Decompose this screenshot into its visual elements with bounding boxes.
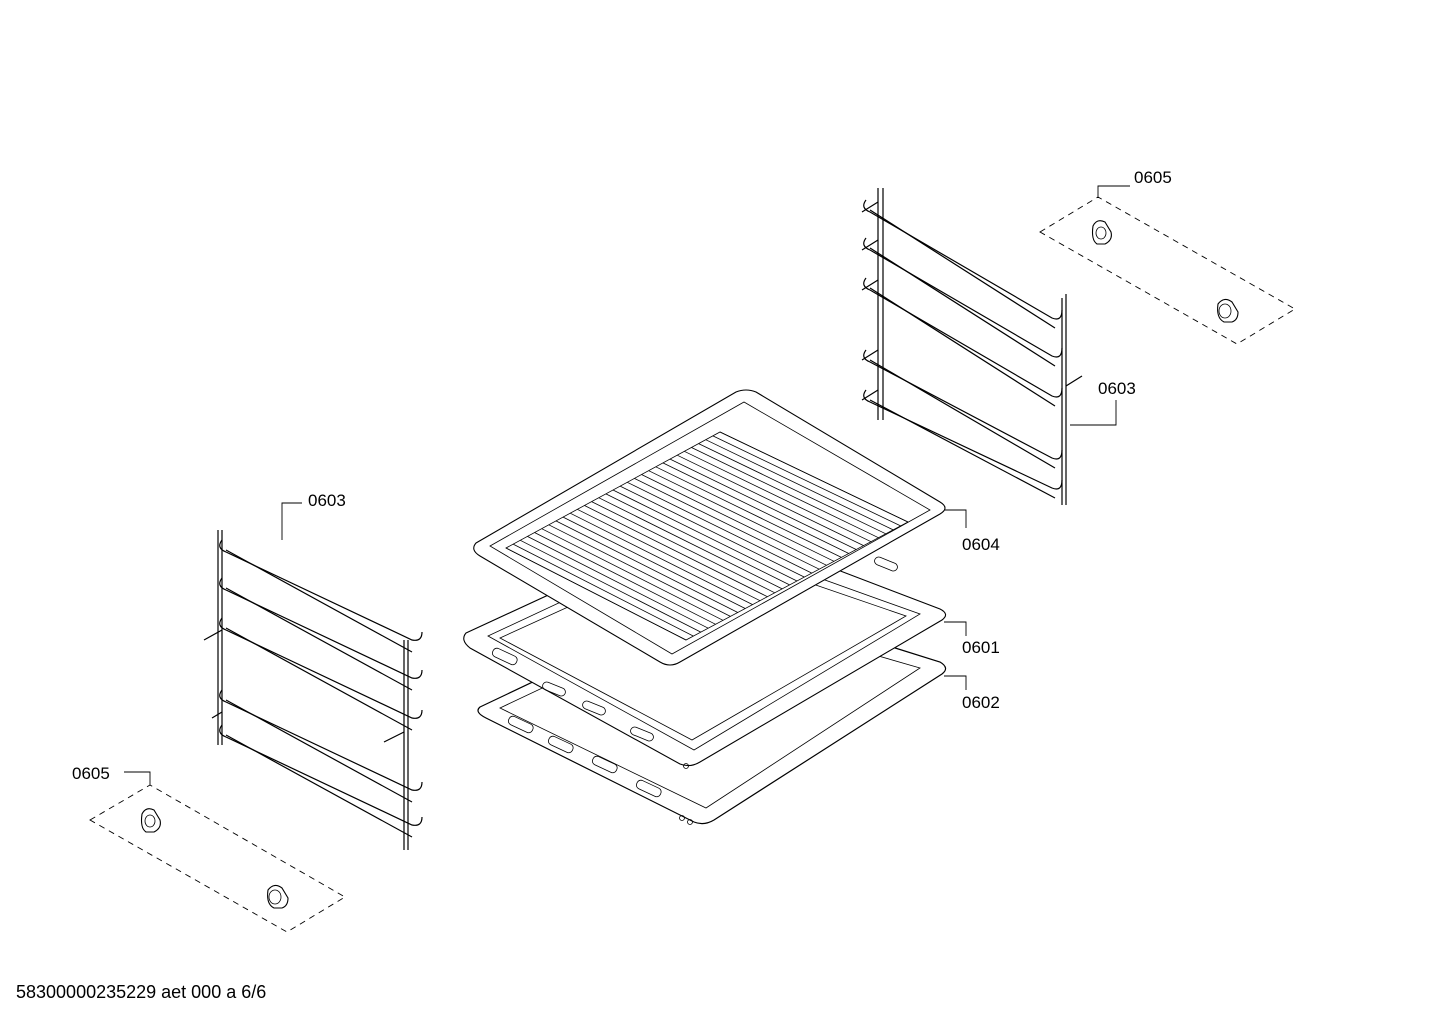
drawing-reference: 58300000235229 aet 000 a 6/6 [16, 982, 266, 1002]
left-shelf-rail[interactable]: 0603 [203, 491, 423, 850]
right-rail-leader [1070, 400, 1117, 426]
rack-wire [705, 439, 894, 531]
rack-wire [605, 493, 790, 586]
rack-wire [619, 485, 805, 578]
wire-rack-leader [944, 509, 967, 528]
left-clip-set[interactable]: 0605 [72, 764, 346, 933]
left-clip-upper[interactable] [140, 808, 161, 833]
right-clip-leader [1097, 185, 1130, 197]
right-clip-outline [1039, 196, 1296, 345]
left-clip-label: 0605 [72, 764, 110, 783]
rack-wire [684, 450, 872, 543]
wire-rack[interactable]: 0604 [473, 389, 1000, 666]
rack-wire [527, 536, 709, 629]
baking-tray-leader [944, 621, 967, 636]
baking-tray-label: 0601 [962, 638, 1000, 657]
rack-wire [555, 520, 738, 613]
right-shelf-rail[interactable]: 0603 [861, 188, 1136, 505]
left-rail-leader [281, 502, 302, 540]
left-clip-lower[interactable] [267, 884, 289, 909]
right-clip-upper[interactable] [1091, 220, 1112, 245]
rack-wire [534, 532, 716, 625]
rack-wire [584, 505, 768, 598]
left-clip-outline [89, 784, 346, 933]
right-clip-lower[interactable] [1217, 298, 1239, 323]
rack-wire [612, 489, 798, 582]
rack-wire [712, 435, 901, 527]
rack-wire [669, 458, 857, 550]
rack-wire [541, 528, 724, 621]
rack-wire [627, 481, 812, 574]
rack-wire [698, 443, 886, 535]
rack-wire [570, 512, 753, 605]
left-rail-label: 0603 [308, 491, 346, 510]
rack-wire [641, 474, 827, 566]
right-clip-label: 0605 [1134, 168, 1172, 187]
rack-wire [598, 497, 783, 590]
rack-wire [691, 447, 879, 539]
rack-wire [562, 516, 746, 609]
left-clip-leader [124, 771, 151, 785]
right-rail-label: 0603 [1098, 379, 1136, 398]
rack-wire [512, 543, 694, 637]
rack-wire [662, 462, 849, 554]
right-clip-set[interactable]: 0605 [1039, 168, 1296, 345]
rack-wire [548, 524, 731, 617]
rack-wire [634, 478, 820, 570]
rack-wire [577, 508, 761, 602]
rack-wire [520, 539, 701, 633]
wire-rack-label: 0604 [962, 535, 1000, 554]
rack-wire [591, 501, 775, 594]
rack-wire [677, 454, 864, 546]
deep-tray-leader [944, 675, 967, 690]
rack-wire [648, 470, 835, 562]
deep-tray-label: 0602 [962, 693, 1000, 712]
rack-wire [655, 466, 842, 558]
